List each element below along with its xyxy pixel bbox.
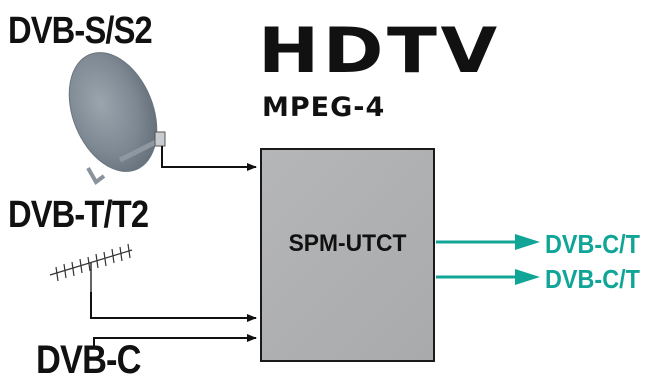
hdtv-title: HDTV xyxy=(258,14,501,87)
mpeg-subtitle: MPEG-4 xyxy=(262,92,386,123)
output-label-1: DVB-C/T xyxy=(545,229,640,259)
antenna-icon xyxy=(49,243,133,292)
satellite-connector-arrow xyxy=(161,146,257,171)
device-label: SPM-UTCT xyxy=(288,230,407,257)
satellite-dish-icon xyxy=(68,52,166,185)
output-label-2: DVB-C/T xyxy=(545,264,640,294)
cable-connector-arrow xyxy=(93,334,257,348)
terrestrial-connector-arrow xyxy=(90,292,257,322)
cable-input-label: DVB-C xyxy=(36,338,141,382)
input-connectors xyxy=(90,146,257,348)
satellite-input-label: DVB-S/S2 xyxy=(8,10,153,52)
terrestrial-input-label: DVB-T/T2 xyxy=(8,194,149,236)
output-connectors xyxy=(436,234,540,285)
device-box: SPM-UTCT xyxy=(260,148,435,362)
